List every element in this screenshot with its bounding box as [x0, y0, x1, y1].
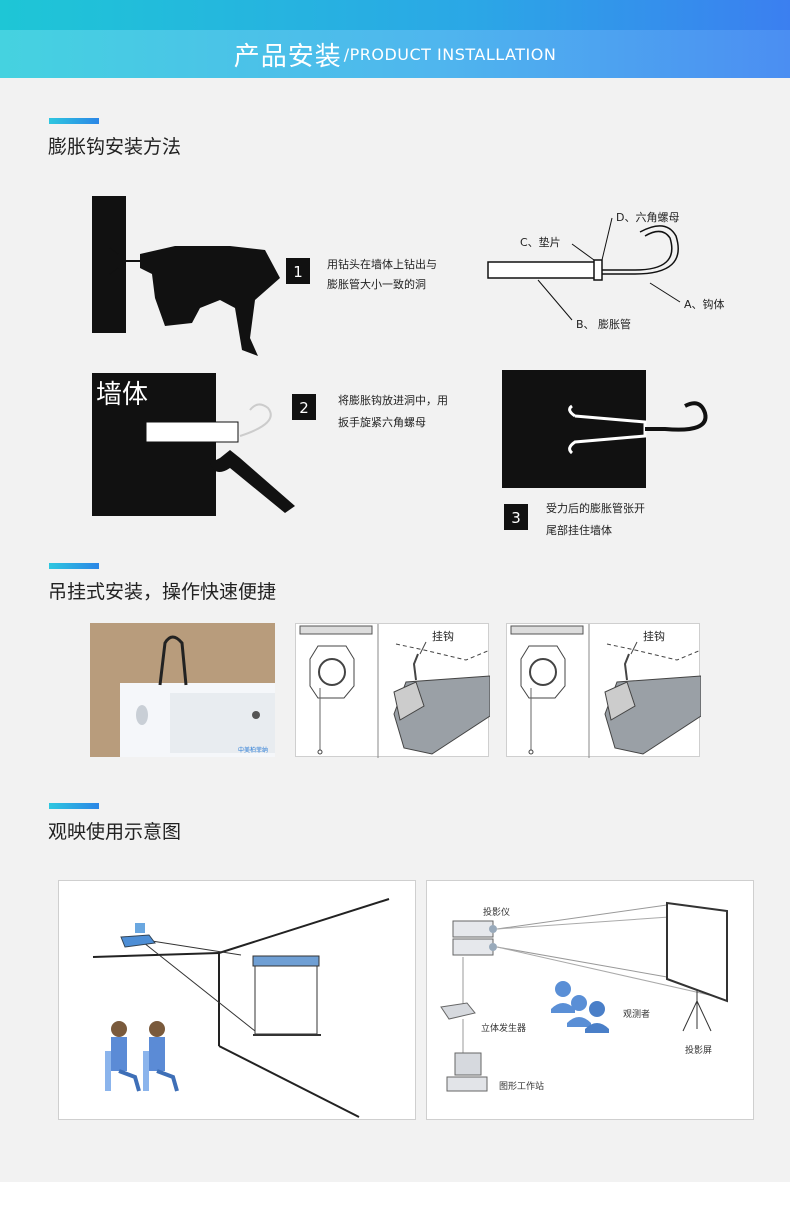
part-label-d: D、六角螺母	[616, 211, 679, 224]
expansion-bolt-icon	[487, 225, 679, 281]
section-title-expansion-hook: 膨胀钩安装方法	[48, 136, 182, 158]
step-2-number: 2	[299, 399, 309, 417]
banner-title-zh: 产品安装	[233, 41, 342, 72]
step-1-line-1: 用钻头在墙体上钻出与	[327, 257, 437, 271]
wrench-icon	[145, 403, 295, 513]
bracket-photo-illustration: 中美柏菲纳	[120, 635, 275, 757]
leader-line	[649, 282, 681, 303]
step-1-number: 1	[293, 263, 303, 281]
hook-label: 挂钩	[432, 629, 454, 643]
section-title-hanging: 吊挂式安装，操作快速便捷	[48, 581, 277, 603]
stereo-emitter-icon	[440, 1002, 476, 1020]
step-2-badge	[292, 394, 316, 420]
room-viewing-illustration	[58, 880, 416, 1120]
banner-title-en: /PRODUCT INSTALLATION	[343, 44, 557, 64]
part-label-a: A、钩体	[684, 297, 725, 311]
section-banner: 产品安装 /PRODUCT INSTALLATION	[0, 30, 790, 78]
step-1-line-2: 膨胀管大小一致的洞	[327, 277, 426, 291]
hook-label: 挂钩	[643, 629, 665, 643]
hook-diagram: 挂钩	[299, 624, 491, 758]
step-3-line-1: 受力后的膨胀管张开	[546, 501, 645, 515]
part-label-c: C、垫片	[520, 235, 561, 249]
brand-label: 中美柏菲纳	[238, 746, 268, 754]
screen-icon	[666, 901, 728, 1032]
step-1-badge	[286, 258, 310, 284]
label-projector: 投影仪	[483, 906, 510, 918]
leader-line	[601, 217, 613, 261]
audience-icon	[105, 1021, 179, 1092]
wall-block	[502, 370, 646, 488]
system-viewing-diagram: 投影仪 投影屏 立体发生器 图形工作站 观测者	[426, 880, 754, 1120]
step-3-number: 3	[511, 509, 521, 527]
step-2-line-2: 扳手旋紧六角螺母	[338, 415, 426, 429]
viewers-icon	[551, 981, 609, 1033]
top-stripe	[0, 0, 790, 30]
leader-line	[537, 279, 573, 321]
step-3-badge	[504, 504, 528, 530]
part-label-b: B、 膨胀管	[576, 317, 631, 331]
step-3-line-2: 尾部挂住墙体	[546, 523, 612, 537]
wall-block	[92, 196, 126, 333]
step-2-line-1: 将膨胀钩放进洞中，用	[338, 393, 448, 407]
drill-icon	[104, 246, 280, 356]
projector-icon	[120, 923, 156, 948]
section-title-viewing: 观映使用示意图	[48, 821, 182, 843]
section-accent-bar	[49, 118, 99, 124]
leader-line	[571, 243, 595, 261]
label-viewer: 观测者	[623, 1009, 650, 1020]
hanging-diagram-1: 挂钩	[295, 623, 491, 758]
room-scene	[92, 898, 390, 1118]
label-workstation: 图形工作站	[499, 1080, 544, 1092]
page-footer-space	[0, 1182, 790, 1218]
label-stereo-emitter: 立体发生器	[481, 1022, 526, 1034]
projector-icon	[452, 920, 497, 956]
section-accent-bar	[49, 563, 99, 569]
label-screen: 投影屏	[685, 1044, 712, 1056]
wall-block	[92, 373, 216, 516]
hook-diagram: 挂钩	[510, 624, 702, 758]
hanging-photo: 中美柏菲纳	[90, 623, 275, 757]
stereo-system-diagram: 投影仪 投影屏 立体发生器 图形工作站 观测者	[440, 901, 728, 1092]
expanded-bolt-icon	[568, 401, 708, 455]
expansion-hook-diagram: 1 用钻头在墙体上钻出与 膨胀管大小一致的洞 D、六角螺母 C、垫片 A、钩体 …	[92, 196, 725, 537]
workstation-icon	[446, 1052, 488, 1092]
wall-label: 墙体	[96, 380, 148, 410]
hanging-diagram-2: 挂钩	[506, 623, 702, 758]
section-accent-bar	[49, 803, 99, 809]
